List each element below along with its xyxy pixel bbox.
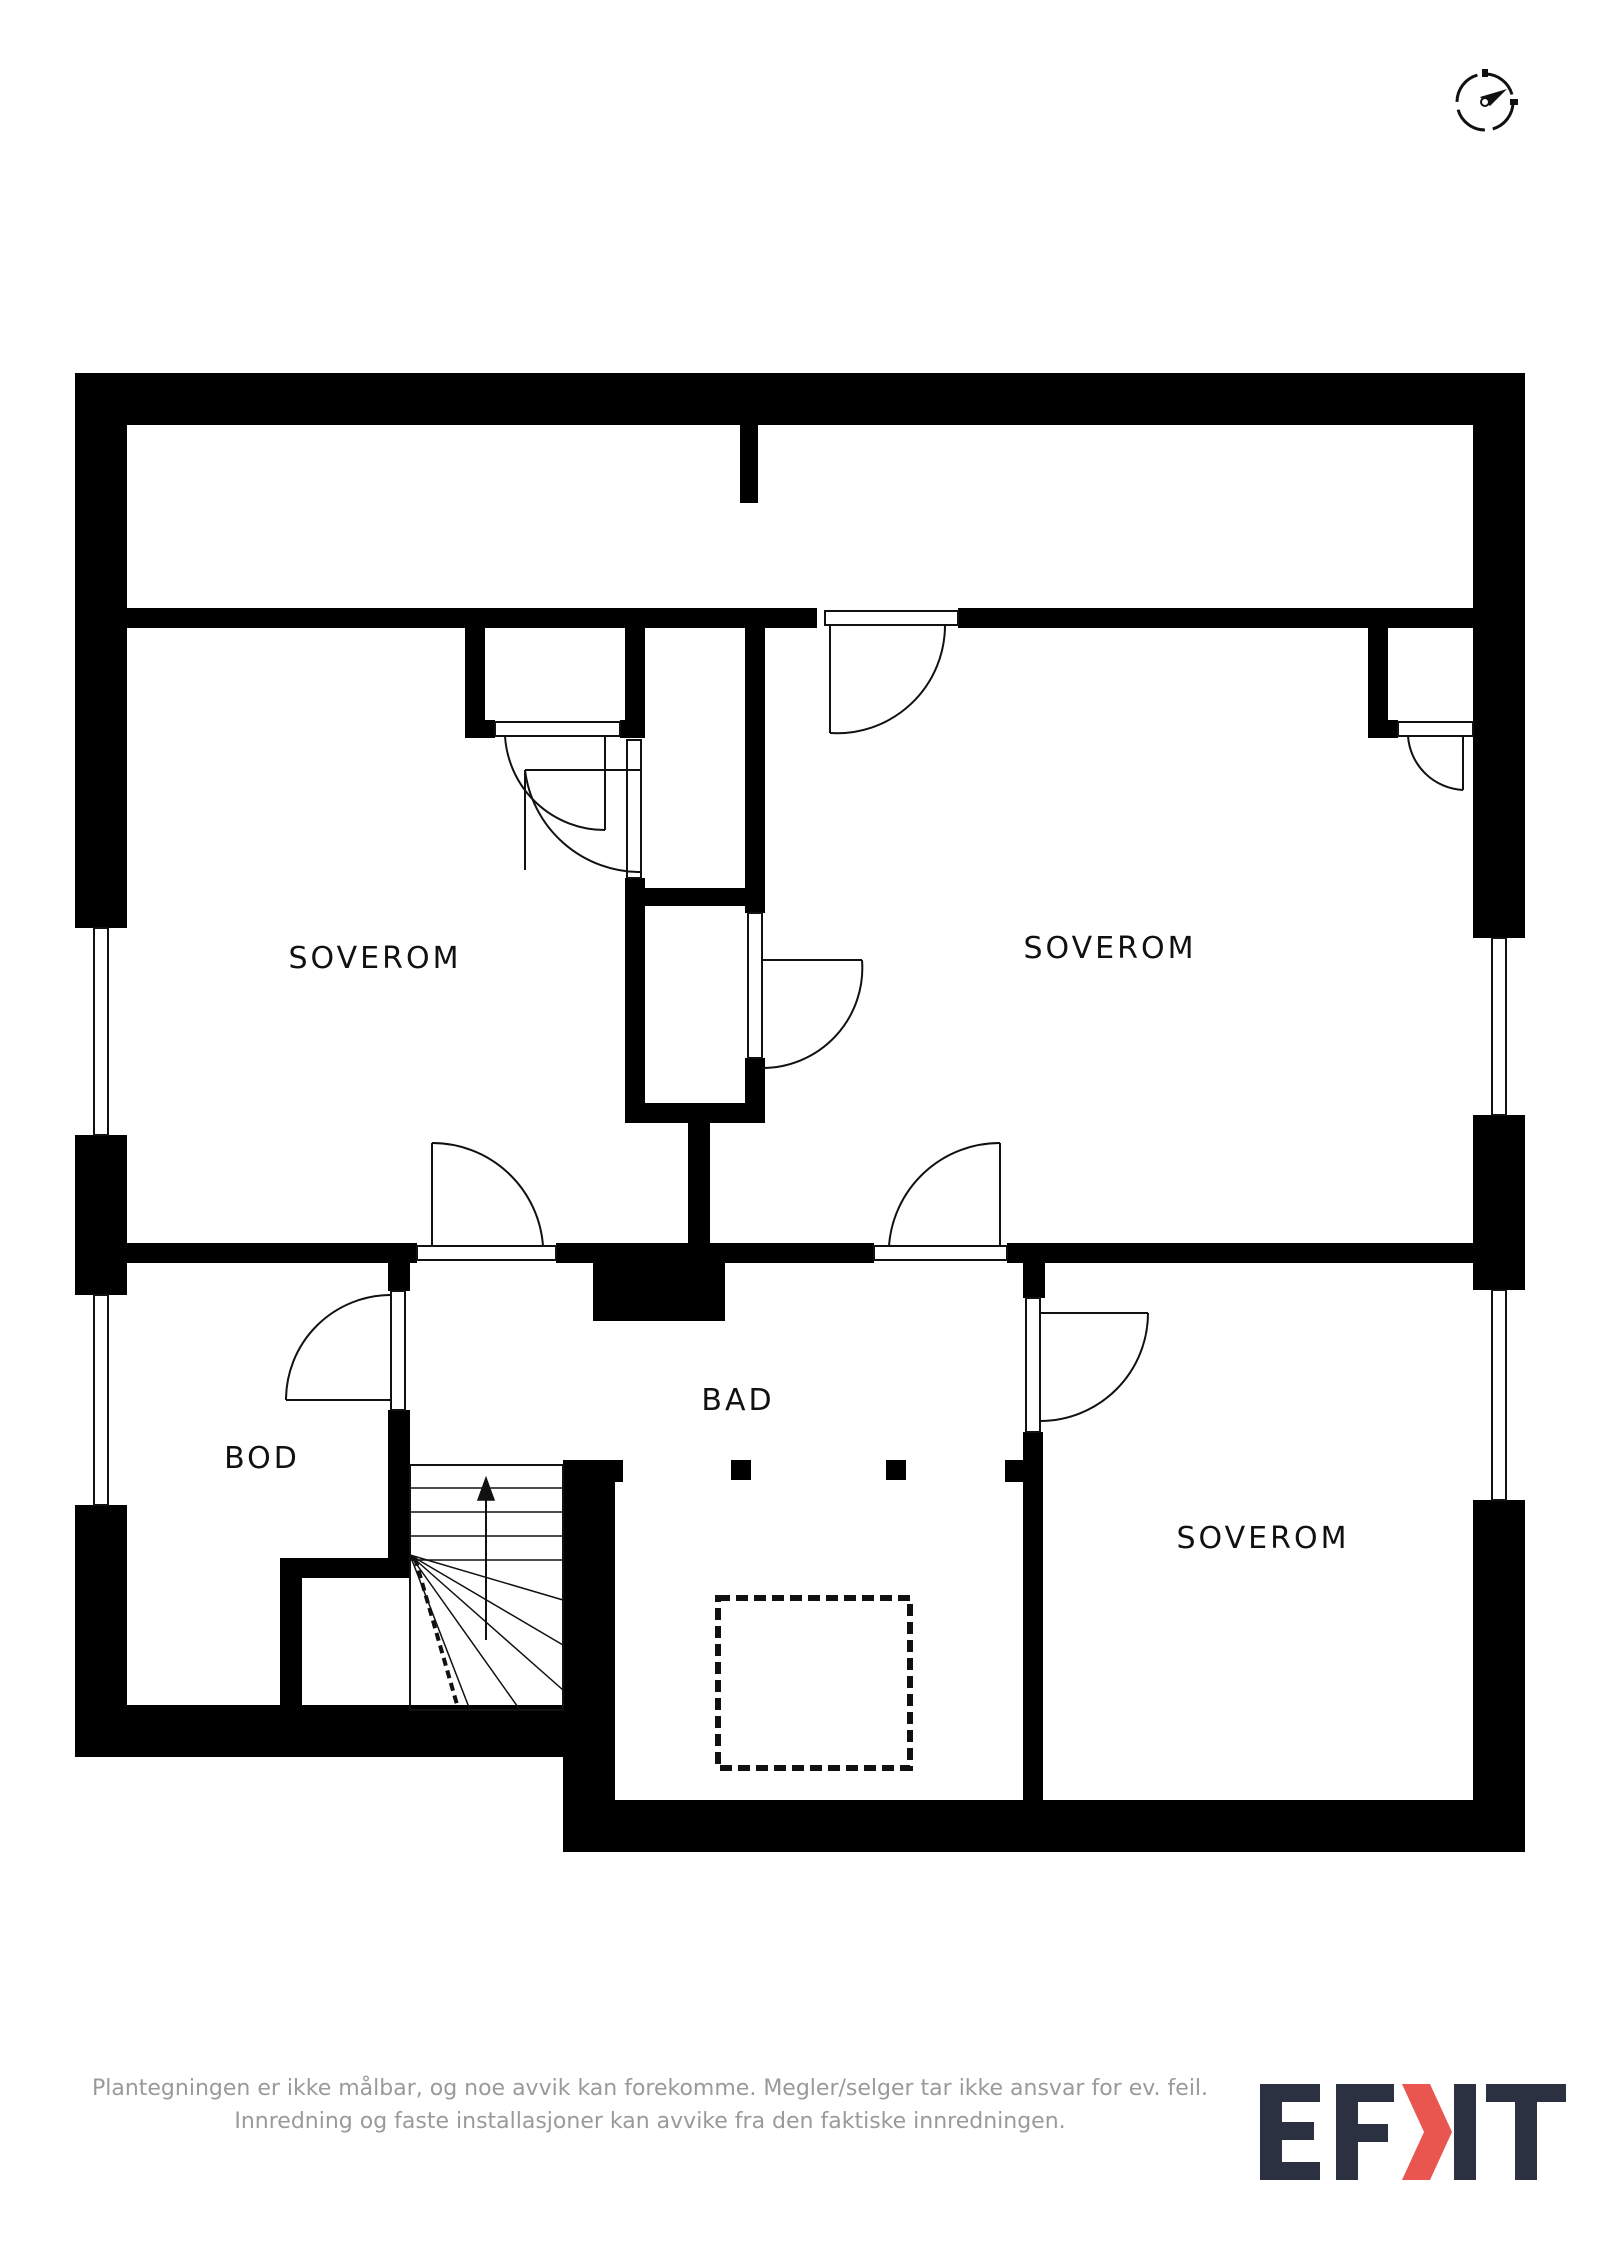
window [1491, 1289, 1507, 1501]
room-label-soverom-2: SOVEROM [1024, 931, 1197, 966]
window [1491, 937, 1507, 1116]
door-closet-right [1397, 721, 1474, 791]
brand-logo [1260, 2084, 1566, 2180]
door-soverom-1 [416, 1141, 557, 1261]
shower-area [715, 1595, 913, 1771]
door-bod [285, 1290, 406, 1411]
door-shaft [524, 739, 642, 879]
door-closet-left [494, 721, 621, 832]
room-label-bad: BAD [701, 1383, 774, 1418]
door-soverom-3 [1025, 1297, 1149, 1433]
room-label-soverom-3: SOVEROM [1177, 1521, 1350, 1556]
door-soverom-2 [873, 1141, 1008, 1261]
room-label-bod: BOD [224, 1441, 300, 1476]
windows [93, 927, 1507, 1506]
window [93, 927, 109, 1136]
disclaimer: Plantegningen er ikke målbar, og noe avv… [40, 2072, 1260, 2138]
doors [285, 610, 1474, 1433]
compass-icon [1455, 69, 1518, 132]
disclaimer-line-1: Plantegningen er ikke målbar, og noe avv… [91, 2076, 1209, 2101]
window [93, 1294, 109, 1506]
walls [75, 373, 1525, 1852]
door-attic [824, 610, 959, 735]
room-label-soverom-1: SOVEROM [289, 941, 462, 976]
disclaimer-line-2: Innredning og faste installasjoner kan a… [234, 2109, 1066, 2134]
staircase [409, 1464, 564, 1711]
door-soverom-2-closet [747, 912, 864, 1070]
arrow-up-icon [476, 1475, 496, 1501]
